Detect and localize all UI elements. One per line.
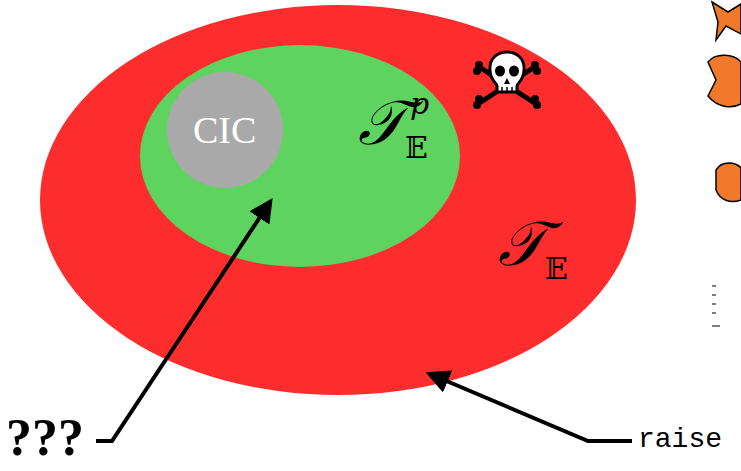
code-label: raise bbox=[638, 426, 722, 454]
skull-symbol bbox=[473, 52, 541, 109]
region-ellipse: 𝒯𝔼p CIC bbox=[140, 45, 460, 267]
leader-arrow bbox=[96, 202, 270, 441]
calculus-circle: CIC bbox=[167, 72, 283, 188]
circle-label: CIC bbox=[193, 111, 256, 149]
set-name: 𝒯𝔼p bbox=[358, 89, 429, 163]
region-ellipse: 𝒯𝔼 𝒯𝔼p CIC bbox=[40, 5, 636, 395]
question-label: ??? bbox=[6, 412, 84, 464]
set-name: 𝒯𝔼 bbox=[498, 213, 568, 284]
leader-arrow bbox=[430, 374, 632, 441]
cartoon-fragment bbox=[708, 2, 741, 326]
